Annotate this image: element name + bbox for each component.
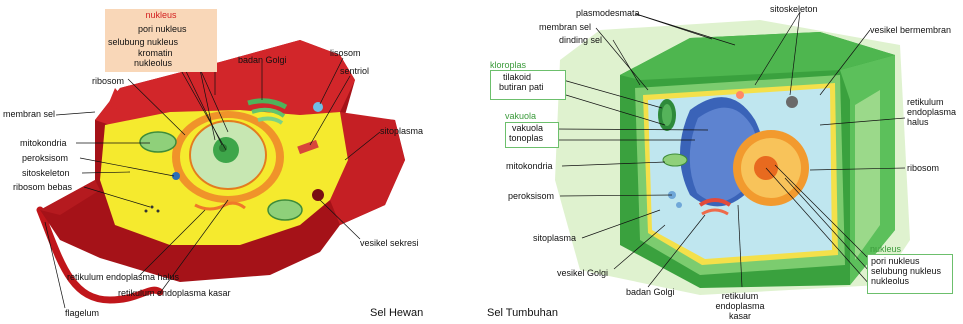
label-ribosom: ribosom bbox=[92, 76, 124, 86]
label-re-kasar-plant: retikulum endoplasma kasar bbox=[710, 291, 770, 321]
label-re-kasar-line2: endoplasma bbox=[710, 301, 770, 311]
label-flagelum: flagelum bbox=[65, 308, 99, 318]
label-tilakoid: tilakoid bbox=[495, 72, 561, 82]
label-dinding-sel: dinding sel bbox=[559, 35, 602, 45]
label-selubung-nukleus: selubung nukleus bbox=[108, 37, 178, 47]
label-re-kasar: retikulum endoplasma kasar bbox=[118, 288, 231, 298]
label-ribosom-bebas: ribosom bebas bbox=[13, 182, 72, 192]
label-pori-nukleus: pori nukleus bbox=[138, 24, 187, 34]
label-badan-golgi: badan Golgi bbox=[238, 55, 287, 65]
label-lisosom: lisosom bbox=[330, 48, 361, 58]
label-selubung-nukleus-plant: selubung nukleus bbox=[871, 266, 949, 276]
label-nukleolus-plant: nukleolus bbox=[871, 276, 949, 286]
label-reh-plant: retikulum endoplasma halus bbox=[907, 97, 956, 127]
plant-cell-drawing bbox=[555, 20, 910, 295]
label-nukleolus: nukleolus bbox=[134, 58, 172, 68]
label-reh-line3: halus bbox=[907, 117, 956, 127]
label-peroksisom: peroksisom bbox=[22, 153, 68, 163]
label-re-halus: retikulum endoplasma halus bbox=[67, 272, 179, 282]
label-ribosom-plant: ribosom bbox=[907, 163, 939, 173]
nukleus-box-plant: pori nukleus selubung nukleus nukleolus bbox=[867, 254, 953, 294]
vakuola-box: vakuola tonoplas bbox=[505, 122, 559, 148]
label-membran-sel: membran sel bbox=[3, 109, 55, 119]
kloroplas-box: tilakoid butiran pati bbox=[490, 70, 566, 100]
label-re-kasar-line3: kasar bbox=[710, 311, 770, 321]
vakuola-heading: vakuola bbox=[505, 111, 536, 121]
label-reh-line2: endoplasma bbox=[907, 107, 956, 117]
animal-cell-title: Sel Hewan bbox=[370, 307, 423, 319]
label-badan-golgi-plant: badan Golgi bbox=[626, 287, 675, 297]
label-reh-line1: retikulum bbox=[907, 97, 956, 107]
label-mitokondria-plant: mitokondria bbox=[506, 161, 553, 171]
label-peroksisom-plant: peroksisom bbox=[508, 191, 554, 201]
nukleus-heading-plant: nukleus bbox=[870, 244, 901, 254]
label-sitoplasma: sitoplasma bbox=[380, 126, 423, 136]
plant-cell-title: Sel Tumbuhan bbox=[487, 307, 558, 319]
nucleus-heading: nukleus bbox=[105, 10, 217, 20]
label-vesikel-bermembran: vesikel bermembran bbox=[870, 25, 951, 35]
label-pori-nukleus-plant: pori nukleus bbox=[871, 256, 949, 266]
label-mitokondria: mitokondria bbox=[20, 138, 67, 148]
kloroplas-heading: kloroplas bbox=[490, 60, 526, 70]
label-sentriol: sentriol bbox=[340, 66, 369, 76]
label-kromatin: kromatin bbox=[138, 48, 173, 58]
label-sitoskeleton: sitoskeleton bbox=[22, 168, 70, 178]
label-re-kasar-line1: retikulum bbox=[710, 291, 770, 301]
label-plasmodesmata: plasmodesmata bbox=[576, 8, 640, 18]
label-sitoplasma-plant: sitoplasma bbox=[533, 233, 576, 243]
label-vesikel-golgi: vesikel Golgi bbox=[557, 268, 608, 278]
label-tonoplas: tonoplas bbox=[509, 133, 555, 143]
label-vakuola: vakuola bbox=[509, 123, 555, 133]
label-butiran-pati: butiran pati bbox=[495, 82, 561, 92]
label-vesikel-sekresi: vesikel sekresi bbox=[360, 238, 419, 248]
label-membran-sel-plant: membran sel bbox=[539, 22, 591, 32]
label-sitoskeleton-plant: sitoskeleton bbox=[770, 4, 818, 14]
